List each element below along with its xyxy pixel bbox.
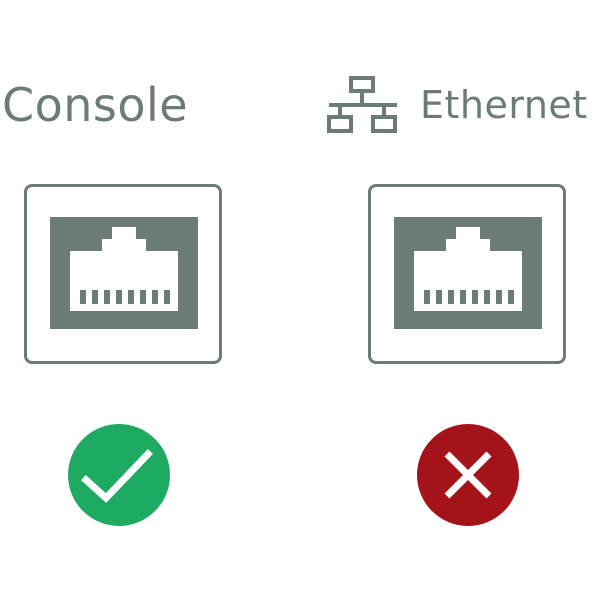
rj45-port-icon [50,217,198,329]
cross-icon [417,424,519,526]
console-status-badge [68,424,170,526]
ethernet-label: Ethernet [420,83,588,127]
console-heading: Console [2,70,188,140]
checkmark-icon [68,424,170,526]
ethernet-status-badge [417,424,519,526]
console-label: Console [2,78,189,132]
network-icon [327,76,397,133]
ethernet-column: Ethernet [300,0,600,600]
console-column: Console [2,70,222,526]
ethernet-heading: Ethernet [326,70,588,140]
rj45-port-icon [394,217,542,329]
ethernet-port-frame [368,184,566,364]
console-port-frame [24,184,222,364]
